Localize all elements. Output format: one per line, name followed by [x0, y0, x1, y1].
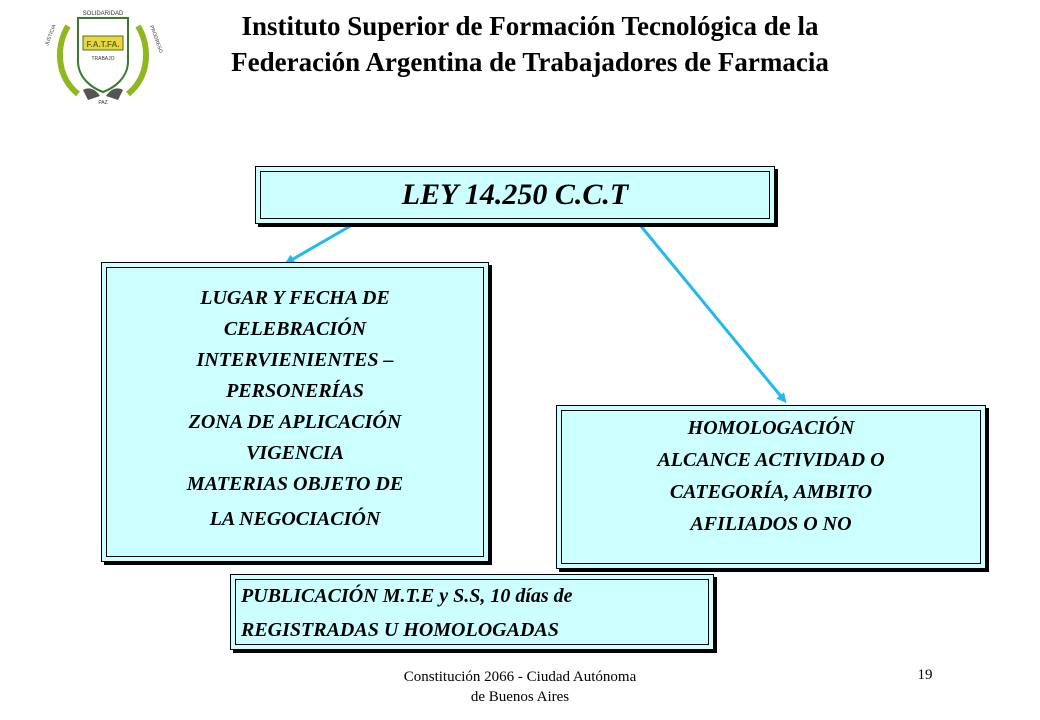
- left-node-line: VIGENCIA: [246, 442, 344, 464]
- right-node-line: AFILIADOS O NO: [690, 513, 852, 535]
- arrow-to-right-node: [638, 224, 787, 404]
- title-line: Instituto Superior de Formación Tecnológ…: [241, 11, 819, 41]
- logo-mid-text: TRABAJO: [91, 56, 114, 62]
- publication-node-border: [235, 579, 709, 645]
- left-node-line: INTERVIENIENTES –: [196, 349, 394, 371]
- right-node: HOMOLOGACIÓN ALCANCE ACTIVIDAD O CATEGOR…: [556, 405, 986, 569]
- root-node: LEY 14.250 C.C.T: [255, 166, 775, 224]
- root-node-border: [260, 171, 770, 219]
- publication-node: PUBLICACIÓN M.T.E y S.S, 10 días de REGI…: [230, 574, 714, 650]
- footer-line: de Buenos Aires: [470, 689, 570, 705]
- logo-center-text: F.A.T.FA.: [87, 40, 120, 49]
- left-node-line: LA NEGOCIACIÓN: [209, 508, 381, 530]
- left-node-border: [106, 267, 484, 557]
- page-number: 19: [917, 667, 933, 683]
- publication-node-line: PUBLICACIÓN M.T.E y S.S, 10 días de: [241, 585, 573, 607]
- right-node-line: CATEGORÍA, AMBITO: [669, 481, 873, 503]
- left-node-line: PERSONERÍAS: [226, 380, 364, 402]
- logo-bottom-text: PAZ: [98, 100, 107, 106]
- arrow-to-left-node: [284, 223, 353, 265]
- left-node: LUGAR Y FECHA DE CELEBRACIÓN INTERVIENIE…: [101, 262, 489, 562]
- right-node-line: HOMOLOGACIÓN: [687, 417, 855, 439]
- page-title: Instituto Superior de Formación Tecnológ…: [150, 8, 910, 80]
- left-node-line: CELEBRACIÓN: [223, 318, 367, 340]
- left-node-line: LUGAR Y FECHA DE: [200, 287, 390, 309]
- left-node-line: ZONA DE APLICACIÓN: [188, 411, 402, 433]
- footer-line: Constitución 2066 - Ciudad Autónoma: [403, 669, 637, 685]
- right-node-lines: HOMOLOGACIÓN ALCANCE ACTIVIDAD O CATEGOR…: [557, 412, 985, 540]
- left-node-lines: LUGAR Y FECHA DE CELEBRACIÓN INTERVIENIE…: [102, 283, 488, 535]
- right-node-border: [561, 410, 981, 564]
- publication-node-lines: PUBLICACIÓN M.T.E y S.S, 10 días de REGI…: [241, 579, 713, 647]
- publication-node-line: REGISTRADAS U HOMOLOGADAS: [241, 619, 559, 641]
- title-line: Federación Argentina de Trabajadores de …: [231, 47, 829, 77]
- logo-top-text: SOLIDARIDAD: [83, 11, 124, 17]
- fatfa-logo: F.A.T.FA. SOLIDARIDAD TRABAJO PAZ PROGRE…: [44, 11, 163, 106]
- root-node-label: LEY 14.250 C.C.T: [401, 178, 629, 211]
- left-node-line: MATERIAS OBJETO DE: [186, 473, 404, 495]
- footer-address: Constitución 2066 - Ciudad Autónoma de B…: [350, 667, 690, 707]
- right-node-line: ALCANCE ACTIVIDAD O: [657, 449, 885, 471]
